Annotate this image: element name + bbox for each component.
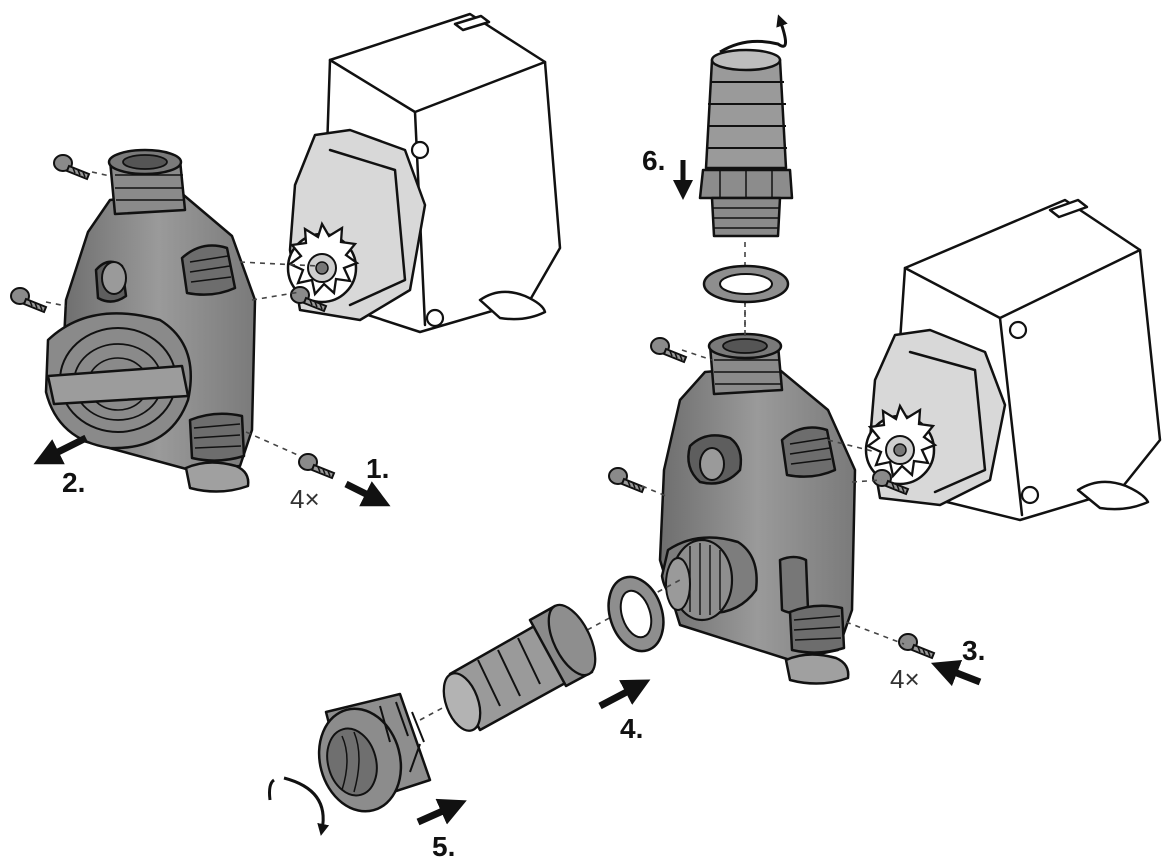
- rotation-arrow-icon: [268, 776, 324, 830]
- pump-housing-left: [44, 148, 257, 493]
- guide-line: [845, 621, 905, 645]
- guide-line: [681, 349, 713, 361]
- guide-line: [239, 261, 319, 267]
- gasket-top: [702, 264, 790, 304]
- step-label-5: 5.: [432, 831, 455, 862]
- union-nut: [317, 692, 432, 813]
- arrow-icon: [33, 434, 88, 465]
- screw-count-right: 4×: [890, 664, 920, 694]
- screw-icon: [608, 467, 645, 493]
- step-label-4: 4.: [620, 713, 643, 744]
- motor-block-right: [868, 198, 1162, 522]
- gasket-front: [607, 575, 665, 653]
- guide-line: [245, 431, 301, 457]
- arrow-icon: [416, 798, 467, 826]
- guide-line: [641, 485, 667, 497]
- screw-icon: [650, 337, 687, 363]
- step-label-6: 6.: [642, 145, 665, 176]
- arrow-icon: [930, 660, 982, 687]
- step-label-2: 2.: [62, 467, 85, 498]
- screw-icon: [898, 633, 935, 659]
- screw-count-left: 4×: [290, 484, 320, 514]
- hose-adapter-front: [442, 603, 597, 732]
- arrow-icon: [344, 480, 391, 507]
- screw-icon: [53, 154, 90, 180]
- guide-line: [91, 171, 111, 177]
- screw-icon: [10, 287, 47, 313]
- arrow-icon: [598, 679, 651, 710]
- pump-housing-right: [658, 332, 857, 685]
- step-label-3: 3.: [962, 635, 985, 666]
- screw-icon: [298, 453, 335, 479]
- step-label-1: 1.: [366, 453, 389, 484]
- guide-line: [827, 439, 877, 453]
- rotation-arrow-icon: [719, 14, 788, 54]
- guide-line: [45, 301, 67, 307]
- guide-line: [251, 291, 301, 301]
- hose-adapter-top: [698, 48, 794, 238]
